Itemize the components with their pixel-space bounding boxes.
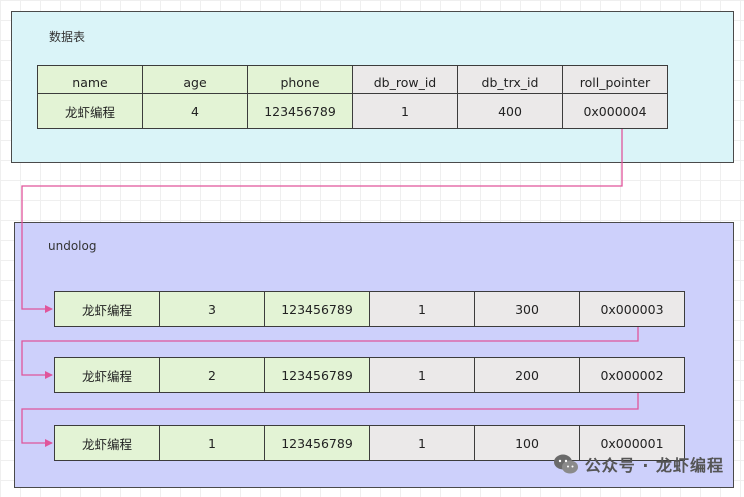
watermark-text: 公众号 · 龙虾编程 <box>584 456 724 475</box>
cell-roll-pointer: 0x000003 <box>579 291 685 327</box>
cell-phone: 123456789 <box>247 93 353 129</box>
watermark: 公众号 · 龙虾编程 <box>553 452 724 476</box>
cell-phone: 123456789 <box>264 291 370 327</box>
cell-name: 龙虾编程 <box>54 425 160 461</box>
cell-db-row-id: 1 <box>369 357 475 393</box>
data-table-row: 龙虾编程 4 123456789 1 400 0x000004 <box>37 93 668 129</box>
data-table-title: 数据表 <box>49 30 86 44</box>
cell-age: 2 <box>159 357 265 393</box>
cell-roll-pointer: 0x000002 <box>579 357 685 393</box>
undolog-row: 龙虾编程 2 123456789 1 200 0x000002 <box>54 357 685 393</box>
undolog-title: undolog <box>48 239 97 253</box>
cell-db-trx-id: 200 <box>474 357 580 393</box>
cell-phone: 123456789 <box>264 357 370 393</box>
cell-db-row-id: 1 <box>369 291 475 327</box>
cell-age: 4 <box>142 93 248 129</box>
cell-name: 龙虾编程 <box>37 93 143 129</box>
cell-name: 龙虾编程 <box>54 291 160 327</box>
cell-db-row-id: 1 <box>369 425 475 461</box>
cell-name: 龙虾编程 <box>54 357 160 393</box>
cell-age: 3 <box>159 291 265 327</box>
undolog-row: 龙虾编程 3 123456789 1 300 0x000003 <box>54 291 685 327</box>
wechat-icon <box>553 454 578 474</box>
cell-age: 1 <box>159 425 265 461</box>
cell-phone: 123456789 <box>264 425 370 461</box>
cell-db-trx-id: 300 <box>474 291 580 327</box>
cell-db-trx-id: 400 <box>457 93 563 129</box>
cell-db-row-id: 1 <box>352 93 458 129</box>
cell-roll-pointer: 0x000004 <box>562 93 668 129</box>
